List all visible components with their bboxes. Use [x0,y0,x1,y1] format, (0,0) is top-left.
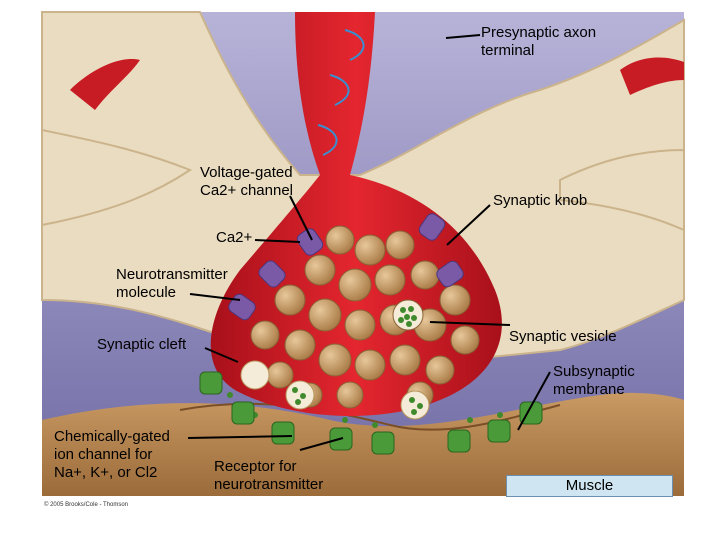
red-process-right [620,57,684,95]
label-muscle: Muscle [506,475,673,497]
label-ca2: Ca2+ [216,229,253,246]
action-potential-arrows [317,29,365,156]
label-synaptic-vesicle: Synaptic vesicle [509,328,617,345]
chemically-gated-channels [199,371,543,455]
label-synaptic-knob: Synaptic knob [493,192,588,209]
voltage-gated-ca-channels [228,213,464,321]
copyright-text: © 2005 Brooks/Cole - Thomson [44,502,129,508]
vesicle-neurotransmitter-dots [398,306,417,327]
label-neurotransmitter-molecule: Neurotransmitter molecule [116,266,228,301]
label-synaptic-cleft: Synaptic cleft [97,336,187,353]
label-receptor: Receptor for neurotransmitter [214,458,324,493]
label-voltage-gated-channel: Voltage-gated Ca2+ channel [200,164,293,199]
red-process-left [70,59,140,110]
label-chemically-gated-channel: Chemically-gated ion channel for Na+, K+… [54,428,170,481]
cleft-neurotransmitter-dots [227,387,503,428]
label-presynaptic-axon-terminal: Presynaptic axon terminal [481,24,597,59]
leader-lines [187,34,551,451]
label-subsynaptic-membrane: Subsynaptic membrane [553,363,635,398]
